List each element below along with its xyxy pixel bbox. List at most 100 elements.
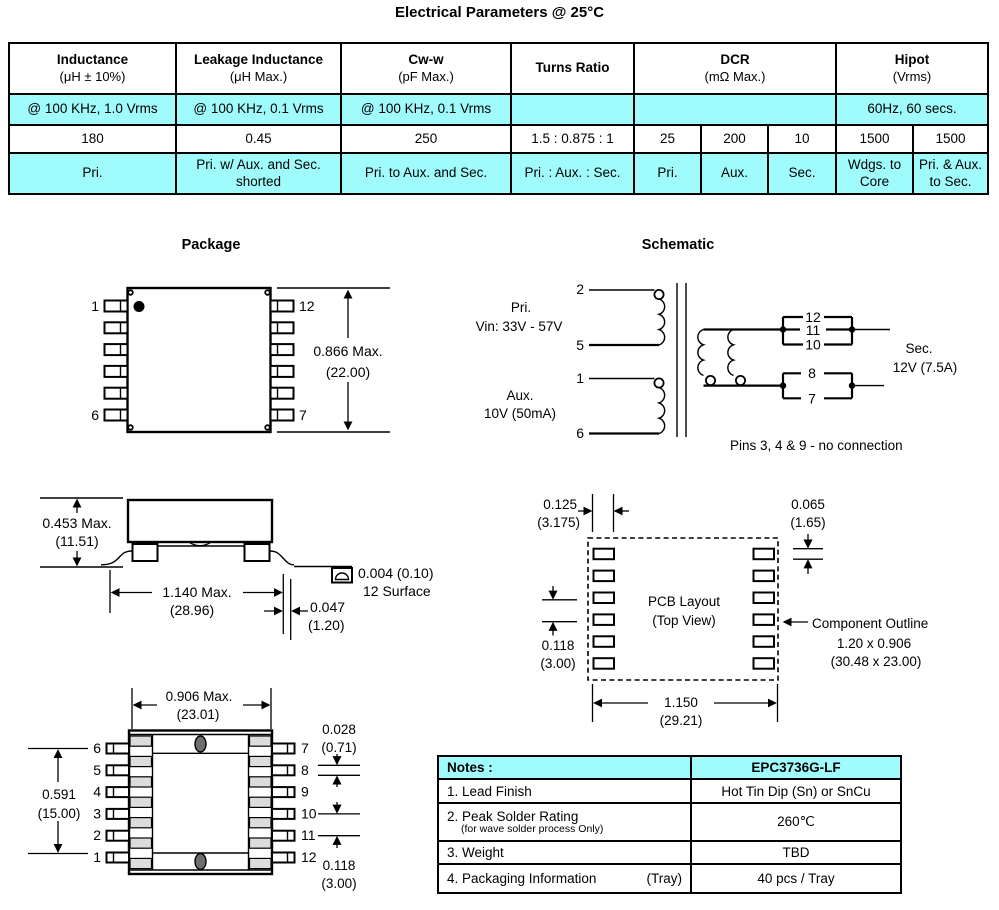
pin-label: 12 bbox=[301, 849, 317, 865]
col-unit: (Vrms) bbox=[892, 68, 932, 84]
pad-height-dimension: 0.065 (1.65) bbox=[790, 497, 826, 574]
flatness-callout: 0.004 (0.10) 12 Surface bbox=[331, 565, 434, 599]
pin-label-1: 1 bbox=[576, 370, 584, 386]
notes-row: 2. Peak Solder Rating (for wave solder p… bbox=[437, 802, 902, 842]
note-label: 4. Packaging Information (Tray) bbox=[437, 863, 692, 894]
row-span-dimension: 1.150 (29.21) bbox=[591, 684, 779, 728]
pin-label: 11 bbox=[301, 827, 316, 843]
condition-cell bbox=[633, 93, 837, 126]
component-outline-callout: Component Outline 1.20 x 0.906 (30.48 x … bbox=[782, 616, 928, 669]
pin-label: 4 bbox=[93, 784, 101, 800]
condition-cell: @ 100 KHz, 0.1 Vrms bbox=[175, 93, 342, 126]
notes-row: 3. Weight TBD bbox=[437, 840, 902, 865]
col-cww: Cw-w(pF Max.) bbox=[340, 42, 512, 95]
condition-cell: @ 100 KHz, 1.0 Vrms bbox=[8, 93, 177, 126]
condition-row: @ 100 KHz, 1.0 Vrms @ 100 KHz, 0.1 Vrms … bbox=[8, 93, 990, 126]
left-lead bbox=[100, 550, 133, 566]
pin-span-dimension: 0.591 (15.00) bbox=[28, 747, 88, 855]
pin-label-7: 7 bbox=[299, 407, 307, 423]
value-row: 180 0.45 250 1.5 : 0.875 : 1 25 200 10 1… bbox=[8, 124, 990, 154]
dim-pad-height-in: 0.065 bbox=[791, 497, 825, 512]
value-cell: 180 bbox=[8, 124, 177, 154]
outline-size-mm: (30.48 x 23.00) bbox=[831, 654, 922, 669]
right-standoff bbox=[243, 543, 271, 562]
package-left-pins bbox=[103, 299, 129, 422]
aux-rating-label: 10V (50mA) bbox=[484, 406, 556, 421]
col-name: Turns Ratio bbox=[535, 60, 610, 76]
note-label: 3. Weight bbox=[437, 840, 692, 865]
pin-label-12: 12 bbox=[299, 298, 315, 314]
condition-cell: 60Hz, 60 secs. bbox=[834, 93, 990, 126]
pcb-outline bbox=[587, 537, 779, 681]
dim-row-span-in: 1.150 bbox=[664, 695, 698, 710]
pin-label-12: 12 bbox=[805, 309, 821, 325]
dim-pin-width-mm: (0.71) bbox=[321, 740, 356, 755]
dim-pin-pitch-mm: (3.00) bbox=[321, 876, 356, 891]
col-unit: (pF Max.) bbox=[398, 68, 454, 84]
value-cell: 0.45 bbox=[175, 124, 342, 154]
flatness-note: 12 Surface bbox=[363, 583, 431, 599]
right-pad-strip bbox=[248, 735, 272, 870]
value-cell: 1.5 : 0.875 : 1 bbox=[510, 124, 635, 154]
outline-size-in: 1.20 x 0.906 bbox=[837, 636, 911, 651]
pin-label-7: 7 bbox=[808, 391, 816, 407]
note-label: 1. Lead Finish bbox=[437, 778, 692, 804]
pin-label-11: 11 bbox=[806, 322, 821, 338]
col-name: Hipot bbox=[894, 51, 930, 67]
pin-label: 1 bbox=[93, 849, 101, 865]
col-name: Leakage Inductance bbox=[193, 51, 324, 67]
pin-pitch-dimension: 0.118 (3.00) bbox=[318, 802, 360, 891]
notes-row: 1. Lead Finish Hot Tin Dip (Sn) or SnCu bbox=[437, 778, 902, 804]
left-pad-strip bbox=[129, 735, 153, 870]
condition-cell: @ 100 KHz, 0.1 Vrms bbox=[340, 93, 512, 126]
note-label-main: 2. Peak Solder Rating bbox=[447, 809, 579, 825]
aux-winding bbox=[589, 377, 666, 435]
condition-cell bbox=[510, 93, 635, 126]
pin-label: 2 bbox=[93, 827, 101, 843]
note-label: 2. Peak Solder Rating (for wave solder p… bbox=[437, 802, 692, 842]
col-turns-ratio: Turns Ratio bbox=[510, 42, 635, 95]
schematic-section-title: Schematic bbox=[641, 237, 715, 253]
pin-label: 3 bbox=[93, 805, 101, 821]
lead-dimension: 0.047 (1.20) bbox=[264, 599, 345, 633]
dim-width-mm: (28.96) bbox=[170, 602, 214, 618]
bottom-bump bbox=[189, 542, 211, 547]
corner-notch bbox=[127, 289, 134, 296]
bottom-left-pins bbox=[105, 742, 130, 864]
winding-cell: Pri. bbox=[8, 152, 177, 195]
pin-label-8: 8 bbox=[808, 365, 816, 381]
pin-label: 5 bbox=[93, 762, 101, 778]
pin-label: 8 bbox=[301, 762, 309, 778]
winding-cell: Pri. : Aux. : Sec. bbox=[510, 152, 635, 195]
winding-cell: Pri. to Aux. and Sec. bbox=[340, 152, 512, 195]
value-cell: 200 bbox=[700, 124, 769, 154]
schematic-drawing: 2 5 1 6 bbox=[476, 281, 958, 453]
dim-pin-pitch-in: 0.118 bbox=[323, 858, 356, 873]
winding-cell: Sec. bbox=[767, 152, 837, 195]
package-height-dimension: 0.866 Max. (22.00) bbox=[277, 287, 390, 433]
notes-row: 4. Packaging Information (Tray) 40 pcs /… bbox=[437, 863, 902, 894]
dim-pad-width-in: 0.125 bbox=[543, 497, 577, 512]
col-unit: (μH Max.) bbox=[229, 68, 288, 84]
package-right-pins bbox=[269, 299, 295, 422]
bottom-view: 0.906 Max. (23.01) bbox=[28, 688, 360, 891]
winding-cell: Pri. bbox=[633, 152, 702, 195]
no-connection-note: Pins 3, 4 & 9 - no connection bbox=[730, 438, 903, 453]
side-view: 0.453 Max. (11.51) 0.004 (0.10) 12 Surfa… bbox=[40, 497, 434, 640]
pcb-label-line1: PCB Layout bbox=[648, 594, 720, 609]
note-label-main: 4. Packaging Information bbox=[447, 871, 597, 886]
dim-width-in: 1.140 Max. bbox=[162, 584, 231, 600]
part-number: EPC3736G-LF bbox=[690, 755, 902, 780]
dim-row-span-mm: (29.21) bbox=[660, 713, 703, 728]
col-hipot: Hipot(Vrms) bbox=[834, 42, 990, 95]
flatness-symbol bbox=[334, 572, 350, 581]
pin-label: 10 bbox=[301, 805, 317, 821]
pin1-marker-dot bbox=[133, 301, 145, 312]
secondary-rating-label: 12V (7.5A) bbox=[893, 360, 958, 375]
notes-header-label: Notes : bbox=[437, 755, 692, 780]
dim-pin-span-in: 0.591 bbox=[42, 787, 76, 802]
primary-winding bbox=[589, 288, 666, 347]
pcb-right-pads bbox=[752, 547, 775, 670]
bottom-pin-labels-right: 7 8 9 10 11 12 bbox=[301, 740, 317, 865]
